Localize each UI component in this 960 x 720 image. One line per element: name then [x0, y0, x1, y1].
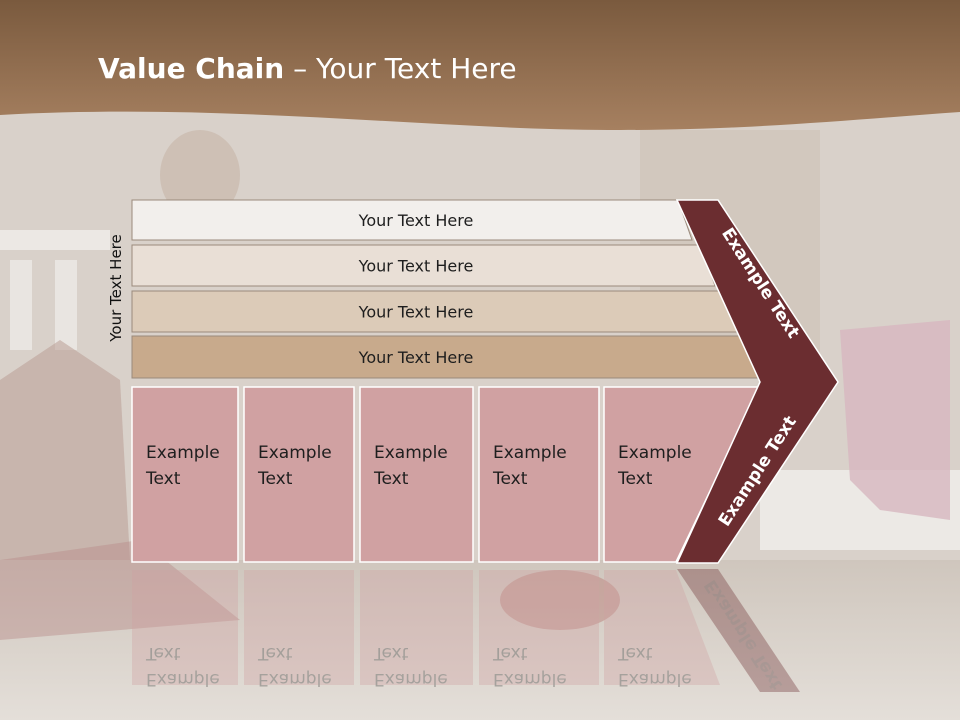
box-reflection-shape-1: [132, 570, 238, 685]
box-reflection-line2-5: Text: [617, 643, 653, 663]
bar-label-1: Your Text Here: [358, 211, 474, 230]
box-text-line1-5: Example: [618, 443, 692, 463]
box-reflection-shape-5: [604, 570, 720, 685]
box-text-line1-3: Example: [374, 443, 448, 463]
box-text-line1-2: Example: [258, 443, 332, 463]
title-rest: – Your Text Here: [284, 52, 517, 85]
box-reflection-shape-4: [479, 570, 599, 685]
box-text-line1-4: Example: [493, 443, 567, 463]
box-text-line2-2: Text: [257, 469, 293, 489]
box-shape-4: [478, 386, 600, 563]
box-reflection-shape-3: [360, 570, 473, 685]
chevron-shape: [675, 199, 839, 564]
box-reflection-shape-2: [244, 570, 354, 685]
box-reflection-5: Example Text: [604, 570, 720, 689]
title-bold: Value Chain: [98, 52, 285, 85]
box-reflection-line2-4: Text: [492, 643, 528, 663]
box-shape-1: [131, 386, 239, 563]
bar-label-3: Your Text Here: [358, 303, 474, 322]
box-reflection-line1-2: Example: [258, 669, 332, 689]
bar-shape-2: [131, 244, 716, 287]
page-title: Value Chain – Your Text Here: [98, 52, 517, 85]
box-reflection-line1-1: Example: [146, 669, 220, 689]
box-reflection-line1-5: Example: [618, 669, 692, 689]
box-text-line2-3: Text: [373, 469, 409, 489]
box-text-line2-4: Text: [492, 469, 528, 489]
box-reflection-4: Example Text: [479, 570, 599, 689]
chevron-reflection-shape: [677, 569, 800, 692]
box-reflection-line2-1: Text: [145, 643, 181, 663]
box-reflection-line2-2: Text: [257, 643, 293, 663]
box-text-line2-1: Text: [145, 469, 181, 489]
box-shape-2: [243, 386, 355, 563]
box-reflection-1: Example Text: [132, 570, 238, 689]
box-reflection-3: Example Text: [360, 570, 473, 689]
box-reflection-line1-4: Example: [493, 669, 567, 689]
bar-shape-1: [131, 199, 693, 241]
box-shape-3: [359, 386, 474, 563]
box-reflection-line1-3: Example: [374, 669, 448, 689]
box-text-line2-5: Text: [617, 469, 653, 489]
box-shape-5: [603, 386, 762, 563]
reflection: ExampleTextExampleTextExampleTextExample…: [132, 569, 800, 693]
box-reflection-line2-3: Text: [373, 643, 409, 663]
bar-label-4: Your Text Here: [358, 348, 474, 367]
box-reflection-2: Example Text: [244, 570, 354, 689]
box-text-line1-1: Example: [146, 443, 220, 463]
bar-label-2: Your Text Here: [358, 257, 474, 276]
